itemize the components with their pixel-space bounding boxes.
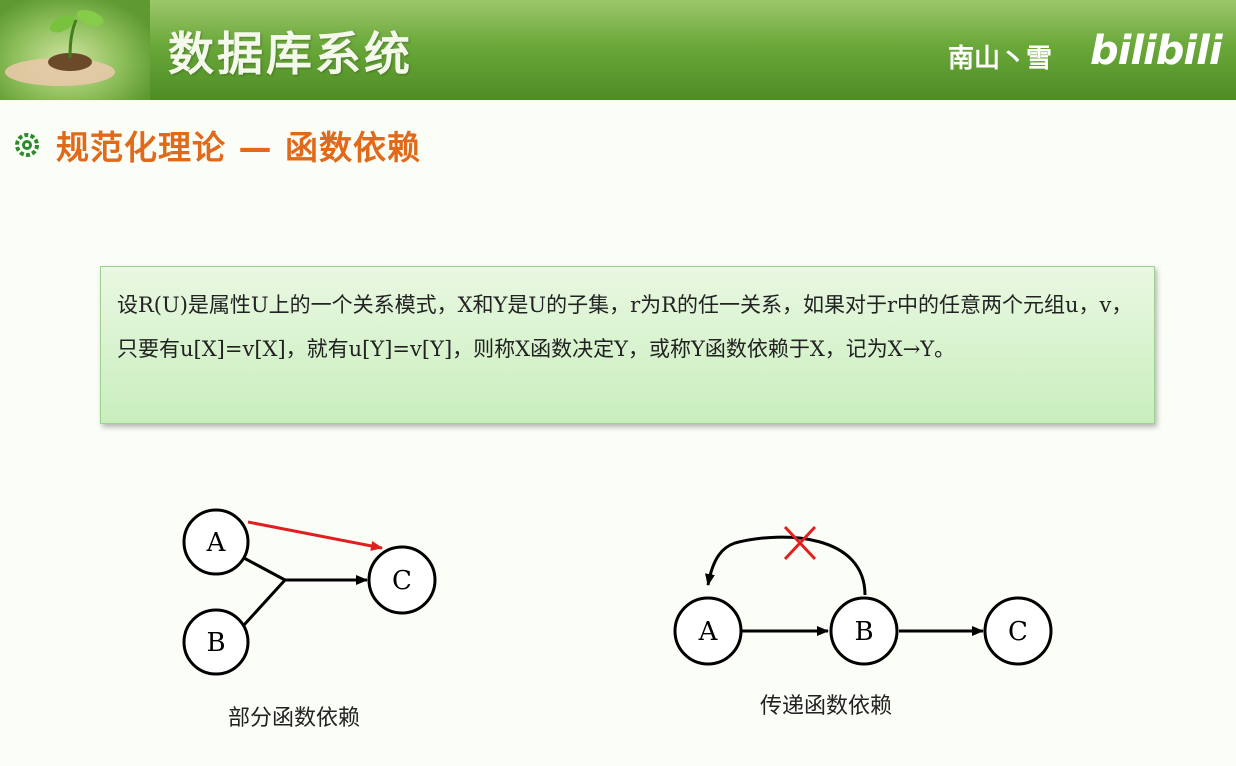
node-c: C <box>983 596 1053 666</box>
svg-text:B: B <box>854 617 873 647</box>
node-b: B <box>182 608 250 676</box>
definition-text: 设R(U)是属性U上的一个关系模式，X和Y是U的子集，r为R的任一关系，如果对于… <box>117 293 1133 361</box>
node-b: B <box>829 596 899 666</box>
header-banner: 数据库系统 南山丶雪 bilibili <box>0 0 1236 100</box>
node-a: A <box>182 508 250 576</box>
node-a: A <box>673 596 743 666</box>
gear-bullet-icon <box>15 133 39 157</box>
uploader-name: 南山丶雪 <box>948 44 1053 74</box>
red-arrow-a-to-c <box>247 520 383 551</box>
definition-box: 设R(U)是属性U上的一个关系模式，X和Y是U的子集，r为R的任一关系，如果对于… <box>100 266 1155 424</box>
course-title: 数据库系统 <box>168 27 413 81</box>
svg-text:C: C <box>1008 617 1028 647</box>
partial-dependency-diagram: A B C <box>182 508 437 676</box>
edge-a-join <box>243 556 286 582</box>
partial-dependency-caption: 部分函数依赖 <box>228 706 361 731</box>
seedling-hands-image <box>0 0 150 100</box>
edge-b-join <box>242 578 287 627</box>
svg-text:A: A <box>698 617 719 647</box>
section-heading: 规范化理论 — 函数依赖 <box>56 128 421 167</box>
svg-text:C: C <box>392 566 412 596</box>
red-cross-mark <box>783 525 817 561</box>
node-c: C <box>367 545 437 615</box>
svg-text:B: B <box>206 628 225 658</box>
transitive-dependency-caption: 传递函数依赖 <box>760 694 893 719</box>
bilibili-logo: bilibili <box>1090 28 1223 74</box>
curved-arrow-b-to-a <box>705 535 867 596</box>
transitive-dependency-diagram: A B C <box>673 525 1053 666</box>
section-heading-row: 规范化理论 — 函数依赖 <box>12 122 421 168</box>
svg-text:A: A <box>206 528 227 558</box>
